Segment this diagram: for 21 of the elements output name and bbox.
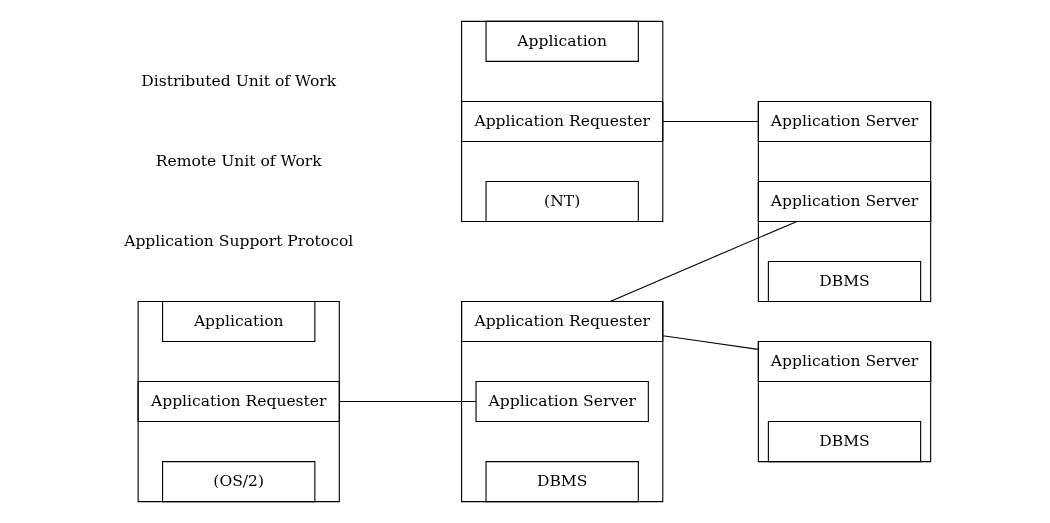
node-box: DBMS [767, 260, 921, 303]
node-box: (NT) [485, 180, 639, 223]
connector [609, 221, 797, 302]
label: Remote Unit of Work [155, 151, 322, 170]
node-box: Application Server [757, 100, 931, 142]
node-box: Application Requester [460, 300, 663, 343]
node-box: Application Server [757, 340, 931, 383]
node-box: DBMS [485, 461, 639, 503]
node-box: Application Requester [460, 100, 663, 142]
label: Application Support Protocol [123, 231, 353, 250]
node-box: Application [485, 20, 639, 62]
connector [661, 120, 759, 122]
connector [661, 335, 759, 350]
node-box: Application Requester [137, 381, 340, 423]
connector [338, 401, 476, 403]
node-box: DBMS [767, 421, 921, 463]
node-box: Application Server [475, 381, 649, 423]
node-box: (OS/2) [161, 461, 315, 503]
label: Distributed Unit of Work [140, 71, 336, 90]
node-box: Application [161, 300, 315, 343]
node-box: Application Server [757, 180, 931, 223]
